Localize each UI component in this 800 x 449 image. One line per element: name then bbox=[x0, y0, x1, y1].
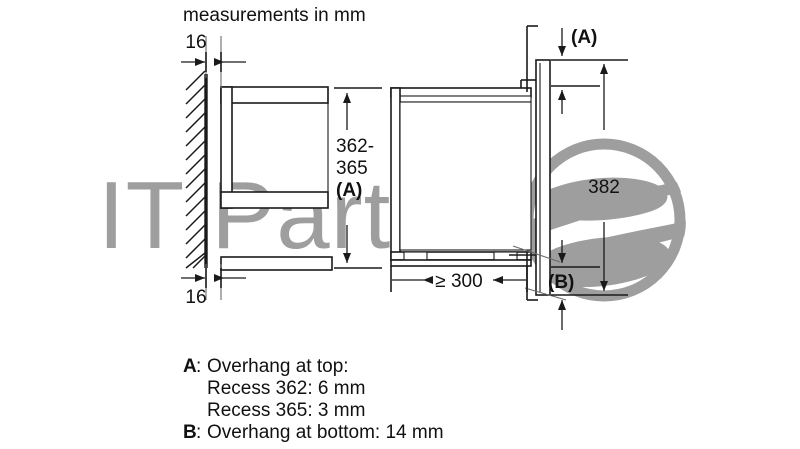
dimension-recess-height-line2: 365 bbox=[336, 158, 368, 179]
legend-row-b: B : Overhang at bottom: 14 mm bbox=[183, 422, 444, 443]
dimension-left-gap-bottom: 16 bbox=[181, 268, 246, 308]
dimension-overall-height-label: 382 bbox=[588, 177, 620, 198]
legend-text-recess-365: Recess 365: 3 mm bbox=[207, 400, 365, 421]
dimension-overall-height: 382 bbox=[551, 64, 628, 296]
left-cabinet-section bbox=[220, 86, 333, 271]
dimension-left-gap-top: 16 bbox=[181, 32, 246, 72]
dimension-left-gap-top-label: 16 bbox=[185, 32, 206, 53]
units-note: measurements in mm bbox=[183, 5, 366, 26]
legend-sep-b: : bbox=[196, 422, 201, 443]
left-wall-group bbox=[185, 70, 208, 269]
legend-text-recess-362: Recess 362: 6 mm bbox=[207, 378, 365, 399]
dimension-callout-top-label: (A) bbox=[571, 27, 597, 48]
dimension-callout-bottom-label: (B) bbox=[548, 272, 574, 293]
dimension-depth-min-label: ≥ 300 bbox=[435, 271, 482, 292]
dimension-depth-min: ≥ 300 bbox=[390, 266, 528, 292]
dimension-recess-height: 362- 365 (A) bbox=[334, 87, 382, 269]
legend-text-b: Overhang at bottom: 14 mm bbox=[207, 422, 444, 443]
dimension-callout-bottom: (B) bbox=[548, 240, 600, 330]
legend-row-recess-362: Recess 362: 6 mm bbox=[207, 378, 365, 399]
appliance-side-view bbox=[390, 87, 532, 267]
legend-key-a: A bbox=[183, 356, 197, 377]
legend-text-a: Overhang at top: bbox=[207, 356, 349, 377]
dimension-left-gap-bottom-label: 16 bbox=[185, 287, 206, 308]
dimension-callout-top: (A) bbox=[551, 27, 628, 114]
legend-group: A : Overhang at top: Recess 362: 6 mm Re… bbox=[183, 356, 444, 443]
dimension-recess-height-line1: 362- bbox=[336, 136, 374, 157]
legend-row-recess-365: Recess 365: 3 mm bbox=[207, 400, 365, 421]
legend-key-b: B bbox=[183, 422, 197, 443]
legend-row-a: A : Overhang at top: bbox=[183, 356, 349, 377]
legend-sep-a: : bbox=[196, 356, 201, 377]
dimension-recess-height-ref: (A) bbox=[336, 180, 362, 201]
